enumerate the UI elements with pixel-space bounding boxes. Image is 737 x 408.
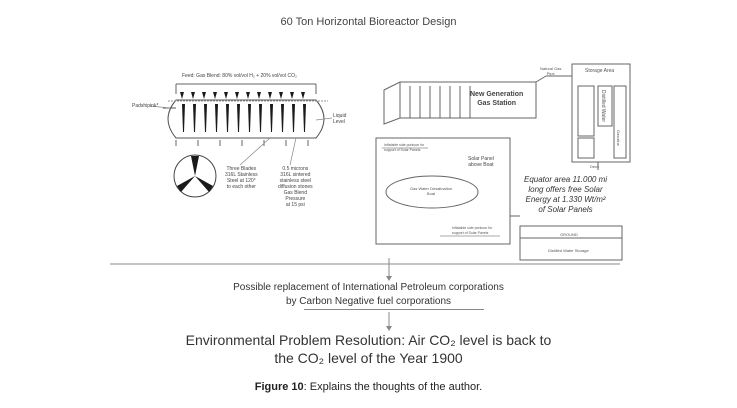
distilled-water-storage-label: Distilled Water Storage — [548, 248, 589, 253]
ground-storage — [519, 162, 623, 261]
feed-label: Feed: Gas Blend: 80% vol/vol H₂ + 20% vo… — [182, 73, 297, 79]
rotor-blades — [177, 156, 213, 192]
flow-divider — [110, 258, 620, 330]
gas-station-title: New Generation Gas Station — [470, 91, 524, 107]
pontoon-bottom-label: Inflatable side pontoon for support of S… — [452, 226, 493, 235]
boat-label: Gas Water Desalination Boat — [410, 186, 453, 196]
resolution-line-1: Environmental Problem Resolution: Air CO… — [185, 332, 552, 348]
figure-title: 60 Ton Horizontal Bioreactor Design — [280, 16, 457, 28]
figure-caption-text: : Explains the thoughts of the author. — [303, 381, 483, 393]
distilled-water-label: Distilled Water — [600, 90, 606, 123]
figure-caption-label: Figure 10 — [254, 381, 304, 393]
figure-caption: Figure 10: Explains the thoughts of the … — [0, 381, 737, 393]
diffusion-stones — [175, 140, 309, 146]
rotor-diagram — [173, 154, 217, 198]
solar-platform — [375, 137, 520, 245]
replacement-line-2: by Carbon Negative fuel corporations — [285, 296, 452, 307]
replacement-line-1: Possible replacement of International Pe… — [233, 282, 504, 293]
vessel-blades — [180, 92, 306, 132]
liquid-level-label: Liquid Level — [333, 113, 347, 125]
replacement-underline — [304, 309, 484, 310]
blades-label: Three Blades 316L Stainless Steel at 120… — [225, 166, 258, 190]
storage-area — [571, 63, 631, 163]
equator-text: Equator area 11.000 mi long offers free … — [524, 175, 608, 214]
flow-arrow-heads — [386, 276, 392, 331]
pipe-label: Natural Gas Pipe — [540, 66, 562, 76]
resolution-line-2: the CO₂ level of the Year 1900 — [274, 350, 463, 366]
feed-pipe — [175, 83, 317, 94]
pad-label: Padshipink* — [132, 103, 159, 109]
leader-lines — [149, 105, 333, 166]
gas-station-building — [383, 75, 572, 125]
pontoon-top-label: Inflatable side pontoon for support of S… — [384, 143, 425, 152]
deck-label: Deck — [590, 164, 600, 169]
storage-area-label: Storage Area — [585, 68, 615, 74]
diffusion-label: 0.5 microns 316L sintered stainless stee… — [278, 166, 313, 208]
ground-label: GROUND — [560, 232, 578, 237]
solar-above-boat-label: Solar Panel above Boat — [468, 156, 494, 168]
gasoline-label: Gasoline — [616, 130, 621, 146]
